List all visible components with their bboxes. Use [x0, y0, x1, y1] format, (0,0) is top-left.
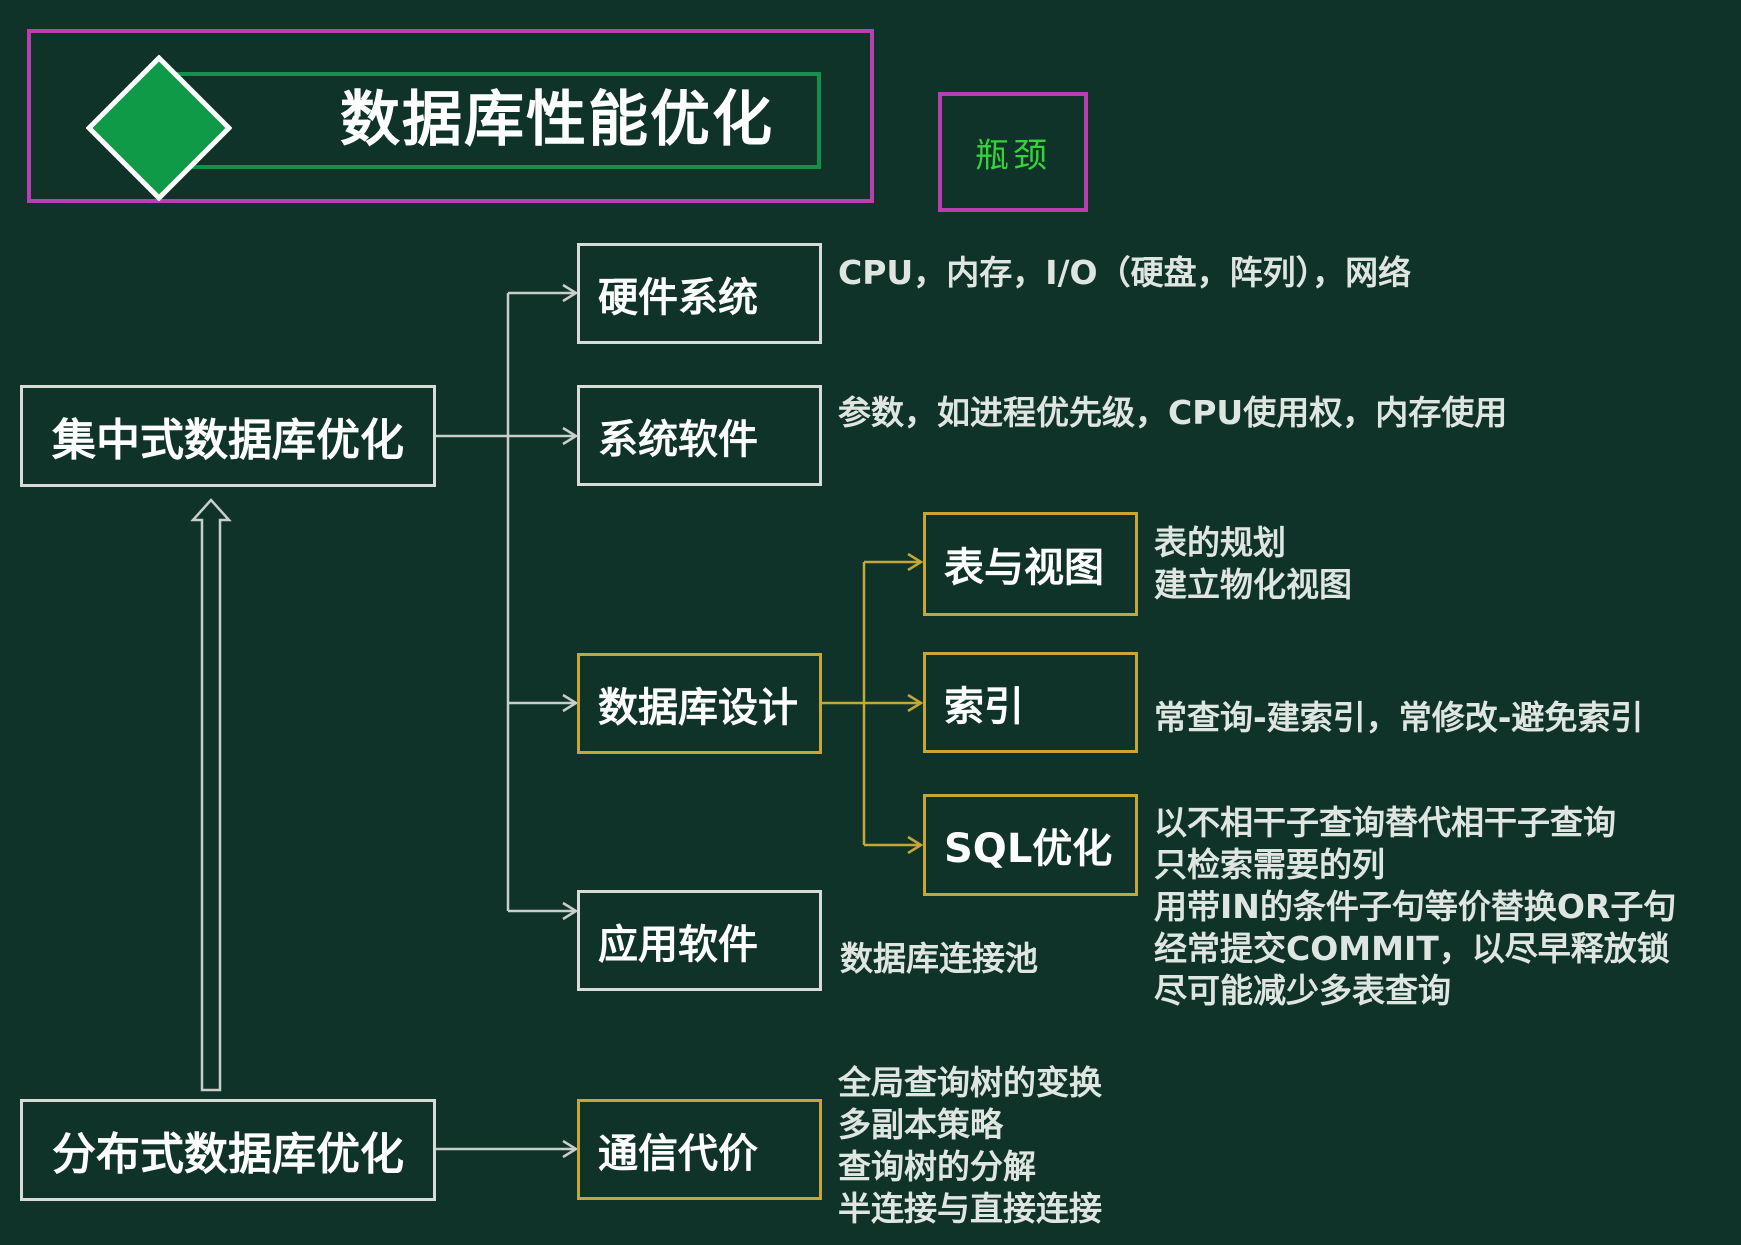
desc-hardware: CPU，内存，I/O（硬盘，阵列），网络 [838, 253, 1412, 292]
arrowhead-app-software [562, 901, 579, 921]
arrowhead-tables-views [907, 552, 924, 572]
desc-sql-opt-line: 经常提交COMMIT，以尽早释放锁 [1154, 929, 1670, 968]
node-tables-views-label: 表与视图 [944, 545, 1104, 591]
desc-app-software: 数据库连接池 [840, 939, 1038, 978]
bottleneck-tag-text: 瓶颈 [975, 135, 1051, 176]
node-system-software[interactable]: 系统软件 [577, 385, 822, 486]
title-frame [27, 29, 874, 203]
node-centralized-optimization[interactable]: 集中式数据库优化 [20, 385, 436, 487]
desc-tables-views-line: 表的规划 [1154, 523, 1286, 562]
node-hardware-label: 硬件系统 [598, 274, 758, 321]
arrowhead-hardware [562, 283, 579, 303]
hollow-up-arrow [190, 498, 232, 1092]
arrowhead-comm-cost [562, 1139, 579, 1159]
node-hardware-system[interactable]: 硬件系统 [577, 243, 822, 344]
page-title: 数据库性能优化 [340, 85, 774, 155]
node-sql-opt-label: SQL优化 [944, 826, 1113, 872]
desc-sql-opt-line: 用带IN的条件子句等价替换OR子句 [1154, 887, 1677, 926]
node-db-design-label: 数据库设计 [598, 684, 798, 731]
node-sql-optimization[interactable]: SQL优化 [923, 794, 1138, 896]
desc-index: 常查询-建索引，常修改-避免索引 [1154, 698, 1644, 737]
desc-tables-views: 表的规划 建立物化视图 [1154, 522, 1352, 606]
green-diamond-icon [85, 54, 233, 202]
node-index-label: 索引 [944, 683, 1024, 730]
node-communication-cost[interactable]: 通信代价 [577, 1099, 822, 1200]
gold-connectors [822, 552, 924, 855]
arrowhead-sql-opt [907, 835, 924, 855]
node-tables-and-views[interactable]: 表与视图 [923, 512, 1138, 616]
desc-tables-views-line: 建立物化视图 [1154, 565, 1352, 604]
node-system-software-label: 系统软件 [598, 416, 758, 463]
desc-sql-opt-line: 以不相干子查询替代相干子查询 [1154, 803, 1616, 842]
node-index[interactable]: 索引 [923, 652, 1138, 753]
desc-comm-cost-line: 半连接与直接连接 [838, 1189, 1102, 1228]
desc-sql-opt-line: 尽可能减少多表查询 [1154, 971, 1451, 1010]
desc-comm-cost-line: 全局查询树的变换 [838, 1063, 1102, 1102]
node-app-software-label: 应用软件 [598, 921, 758, 968]
arrowhead-system-software [562, 426, 579, 446]
desc-system-software: 参数，如进程优先级，CPU使用权，内存使用 [838, 393, 1508, 432]
white-connectors [190, 283, 579, 1159]
node-database-design[interactable]: 数据库设计 [577, 653, 822, 754]
desc-comm-cost-line: 多副本策略 [838, 1105, 1003, 1144]
arrowhead-index [907, 693, 924, 713]
node-centralized-label: 集中式数据库优化 [52, 415, 404, 466]
desc-sql-opt: 以不相干子查询替代相干子查询 只检索需要的列 用带IN的条件子句等价替换OR子句… [1154, 802, 1676, 1012]
node-application-software[interactable]: 应用软件 [577, 890, 822, 991]
desc-sql-opt-line: 只检索需要的列 [1154, 845, 1385, 884]
arrowhead-db-design [562, 693, 579, 713]
node-distributed-optimization[interactable]: 分布式数据库优化 [20, 1099, 436, 1201]
desc-comm-cost-line: 查询树的分解 [838, 1147, 1036, 1186]
node-distributed-label: 分布式数据库优化 [52, 1129, 404, 1180]
desc-comm-cost: 全局查询树的变换 多副本策略 查询树的分解 半连接与直接连接 [838, 1062, 1102, 1230]
bottleneck-tag: 瓶颈 [938, 92, 1088, 212]
node-comm-cost-label: 通信代价 [598, 1130, 758, 1177]
